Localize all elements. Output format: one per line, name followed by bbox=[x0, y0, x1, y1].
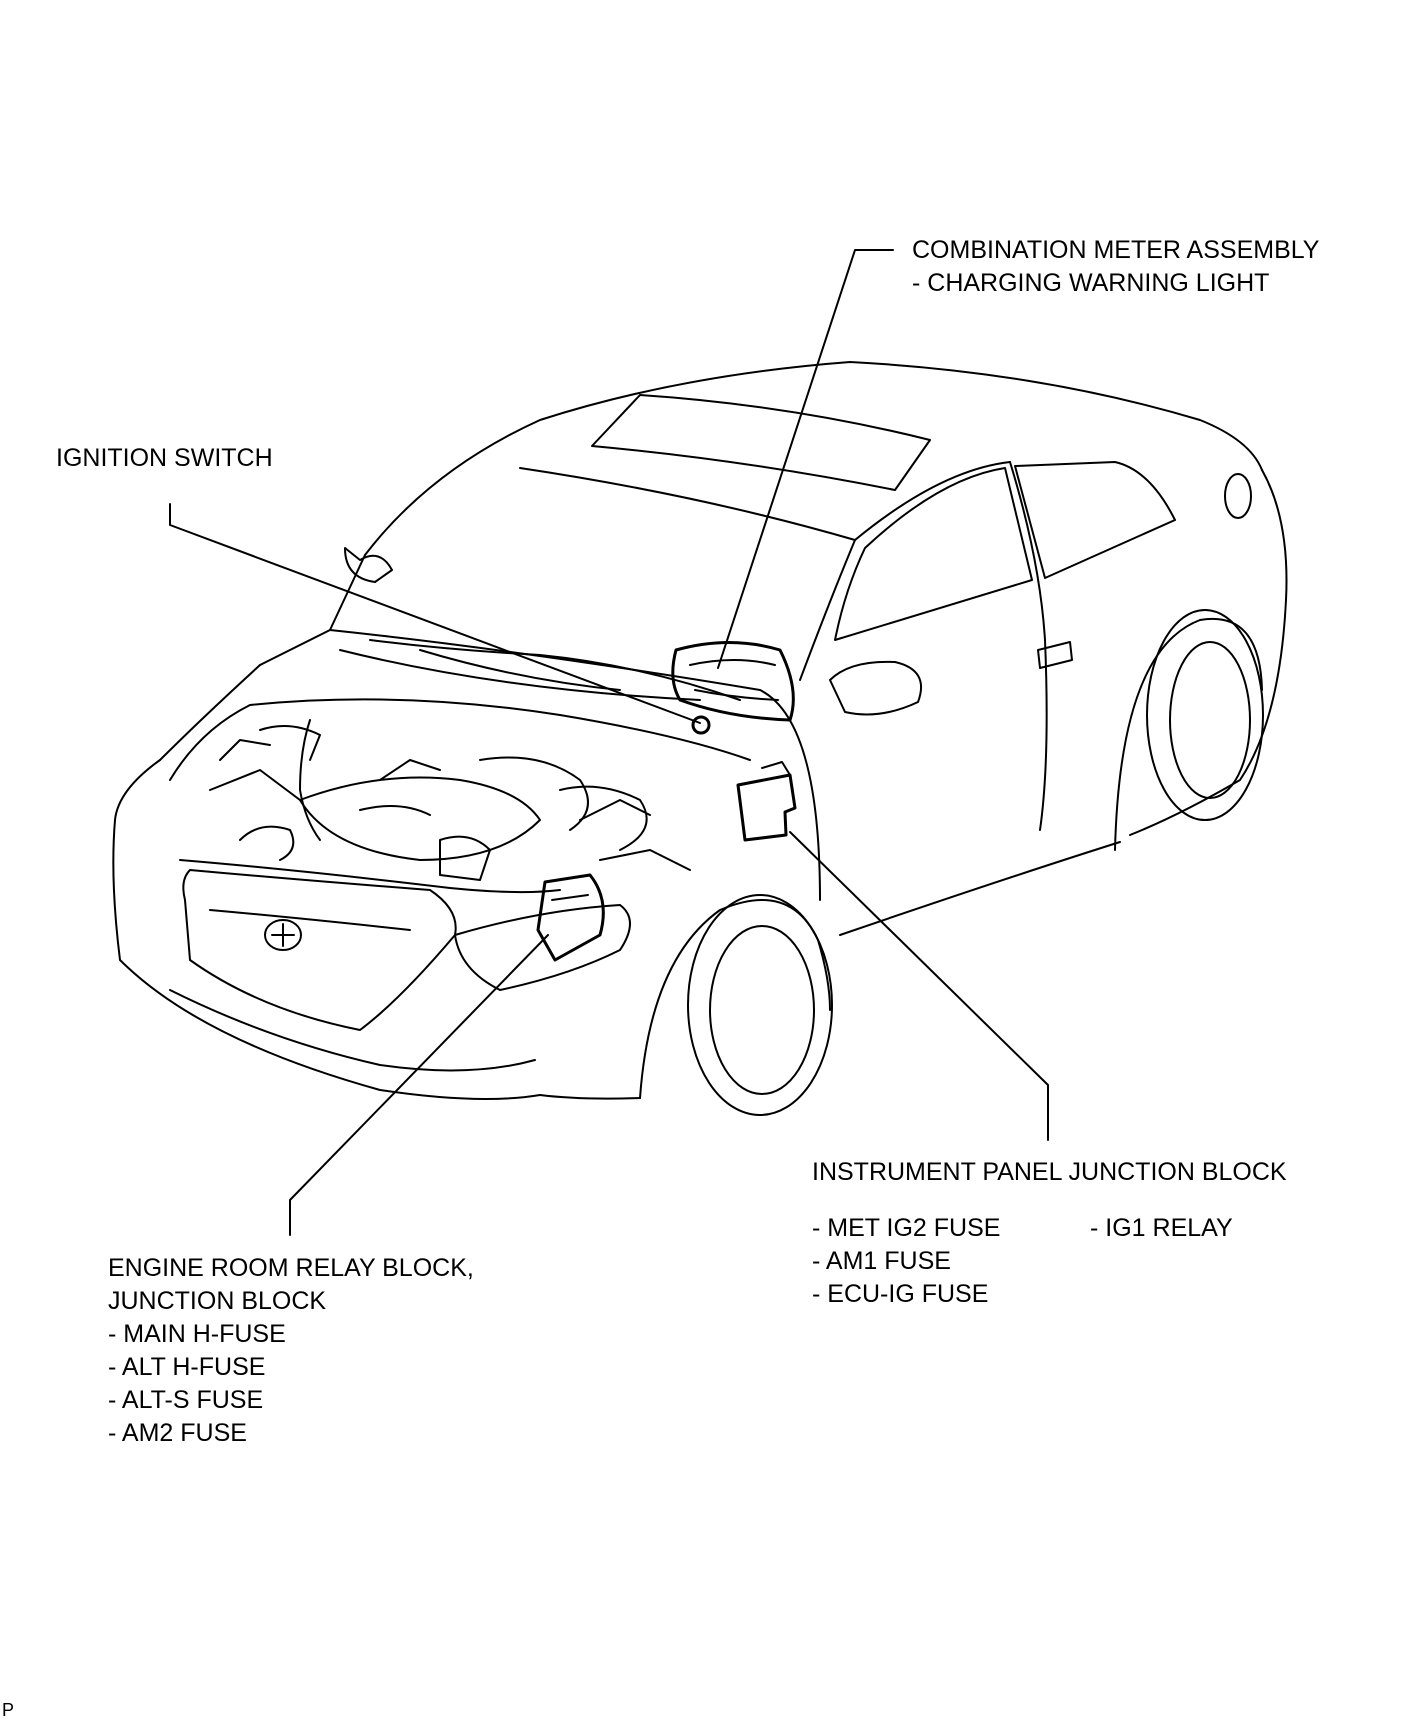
ignition-switch-title: IGNITION SWITCH bbox=[56, 444, 273, 472]
instrument-panel-label: INSTRUMENT PANEL JUNCTION BLOCK bbox=[812, 1156, 1287, 1189]
engine-room-title-line-2: JUNCTION BLOCK bbox=[108, 1287, 327, 1315]
met-ig2-fuse-item: - MET IG2 FUSE bbox=[812, 1214, 1001, 1242]
leader-engine-room bbox=[289, 934, 549, 1236]
car-body bbox=[112, 361, 1288, 1116]
ignition-switch-label: IGNITION SWITCH bbox=[56, 442, 273, 475]
charging-warning-light-item: - CHARGING WARNING LIGHT bbox=[912, 269, 1270, 297]
instrument-panel-title: INSTRUMENT PANEL JUNCTION BLOCK bbox=[812, 1158, 1287, 1186]
footer-code: P bbox=[2, 1700, 15, 1720]
leader-ignition-switch bbox=[169, 503, 701, 724]
engine-room-title-line-1: ENGINE ROOM RELAY BLOCK, bbox=[108, 1254, 474, 1282]
ecu-ig-fuse-item: - ECU-IG FUSE bbox=[812, 1280, 989, 1308]
leader-combination-meter bbox=[717, 249, 894, 669]
ig1-relay-item: - IG1 RELAY bbox=[1090, 1214, 1233, 1242]
instrument-panel-items-right: - IG1 RELAY bbox=[1090, 1212, 1233, 1245]
instrument-panel-items-left: - MET IG2 FUSE - AM1 FUSE - ECU-IG FUSE bbox=[812, 1212, 1000, 1311]
engine-room-label: ENGINE ROOM RELAY BLOCK, JUNCTION BLOCK … bbox=[108, 1252, 474, 1450]
alt-h-fuse-item: - ALT H-FUSE bbox=[108, 1353, 266, 1381]
leader-lines bbox=[169, 249, 1049, 1236]
leader-instrument-panel bbox=[789, 831, 1049, 1141]
am2-fuse-item: - AM2 FUSE bbox=[108, 1419, 247, 1447]
main-h-fuse-item: - MAIN H-FUSE bbox=[108, 1320, 286, 1348]
alt-s-fuse-item: - ALT-S FUSE bbox=[108, 1386, 264, 1414]
am1-fuse-item: - AM1 FUSE bbox=[812, 1247, 951, 1275]
combination-meter-title: COMBINATION METER ASSEMBLY bbox=[912, 236, 1320, 264]
combination-meter-label: COMBINATION METER ASSEMBLY - CHARGING WA… bbox=[912, 234, 1319, 300]
